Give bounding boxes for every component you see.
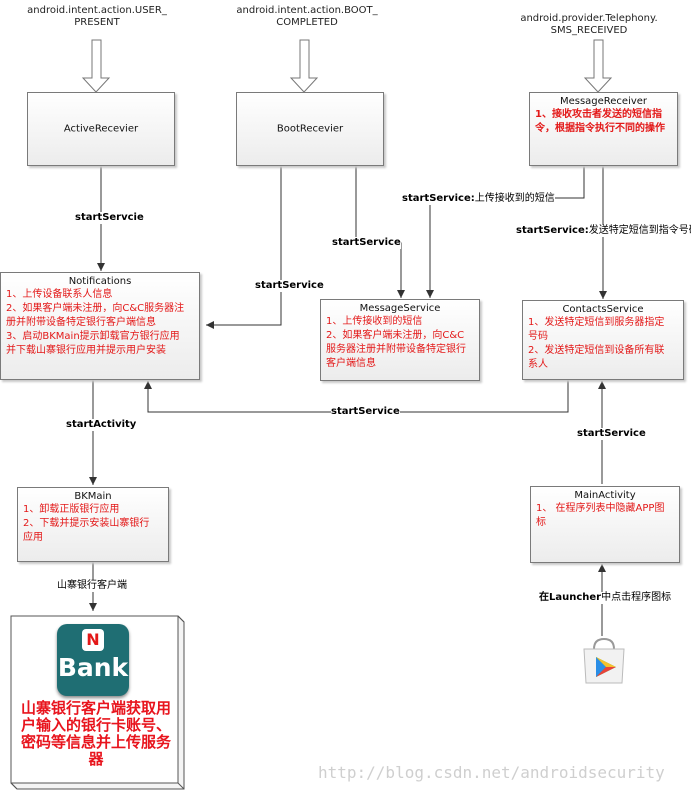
notifications-box: Notifications 1、上传设备联系人信息 2、如果客户端未注册，向C&… [0,272,200,380]
edge-label-launcher: 在Launcher中点击程序图标 [539,592,672,604]
active-receiver-box: ActiveRecevier [27,92,175,166]
message-receiver-title: MessageReceiver [559,96,648,107]
edge-boot-msgsvc [355,166,405,298]
intent-arrow-user-present [81,39,111,93]
fake-bank-caption: 山寨银行客户端获取用 户输入的银行卡账号、 密码等信息并上传服务 器 [20,699,171,768]
notifications-desc: 1、上传设备联系人信息 2、如果客户端未注册，向C&C服务器注 册并附带设备特定… [6,289,185,356]
message-service-title: MessageService [359,303,441,314]
bank-logo-text: Bank [57,653,129,682]
message-receiver-box: MessageReceiver 1、接收攻击者发送的短信指令，根据指令执行不同的… [529,92,678,166]
edge-label-boot-notif: startService [255,280,324,292]
intent-boot-completed: android.intent.action.BOOT_COMPLETED [236,5,378,28]
message-receiver-desc: 1、接收攻击者发送的短信指令，根据指令执行不同的操作 [535,109,665,134]
notifications-title: Notifications [68,276,132,287]
edge-label-msgrecv-send: startService:发送特定短信到指令号码 [516,225,691,237]
bank-logo-badge: N [82,629,104,651]
watermark: http://blog.csdn.net/androidsecurity [318,763,665,782]
main-activity-title: MainActivity [574,490,636,501]
edge-label-msgrecv-upload: startService:上传接收到的短信 [402,193,555,205]
contacts-service-box: ContactsService 1、发送特定短信到服务器指定 号码 2、发送特定… [522,300,684,380]
intent-sms-received: android.provider.Telephony.SMS_RECEIVED [520,13,658,36]
bkmain-title: BKMain [74,491,112,502]
boot-receiver-title: BootRecevier [276,123,344,135]
main-activity-box: MainActivity 1、 在程序列表中隐藏APP图 标 [530,486,680,563]
fake-bank-card-frame [10,615,185,790]
bkmain-box: BKMain 1、卸载正版银行应用 2、下载并提示安装山寨银行 应用 [17,487,169,562]
edge-label-active-notif: startServcie [75,212,144,224]
intent-arrow-boot [289,39,319,93]
boot-receiver-box: BootRecevier [236,92,384,166]
intent-arrow-sms [583,39,613,93]
edge-label-main-contacts: startService [577,428,646,440]
edge-boot-notif [206,166,282,329]
fake-bank-card: N Bank 山寨银行客户端获取用 户输入的银行卡账号、 密码等信息并上传服务 … [8,613,186,792]
contacts-service-desc: 1、发送特定短信到服务器指定 号码 2、发送特定短信到设备所有联 系人 [528,317,665,370]
bkmain-desc: 1、卸载正版银行应用 2、下载并提示安装山寨银行 应用 [23,504,150,543]
message-service-box: MessageService 1、上传接收到的短信 2、如果客户端未注册，向C&… [320,299,480,381]
active-receiver-title: ActiveRecevier [63,123,139,135]
edge-label-boot-msgsvc: startService [332,237,401,249]
edge-label-bkmain-fake: 山寨银行客户端 [57,580,127,592]
message-service-desc: 1、上传接收到的短信 2、如果客户端未注册，向C&C 服务器注册并附带设备特定银… [326,316,466,369]
main-activity-desc: 1、 在程序列表中隐藏APP图 标 [536,503,665,528]
play-store-icon [583,637,625,684]
edge-label-notif-bkmain: startActivity [66,419,137,431]
contacts-service-title: ContactsService [562,304,644,315]
edge-label-contacts-notif: startService [331,406,400,418]
intent-user-present: android.intent.action.USER_PRESENT [27,5,167,28]
bank-logo-icon: N Bank [57,624,129,696]
